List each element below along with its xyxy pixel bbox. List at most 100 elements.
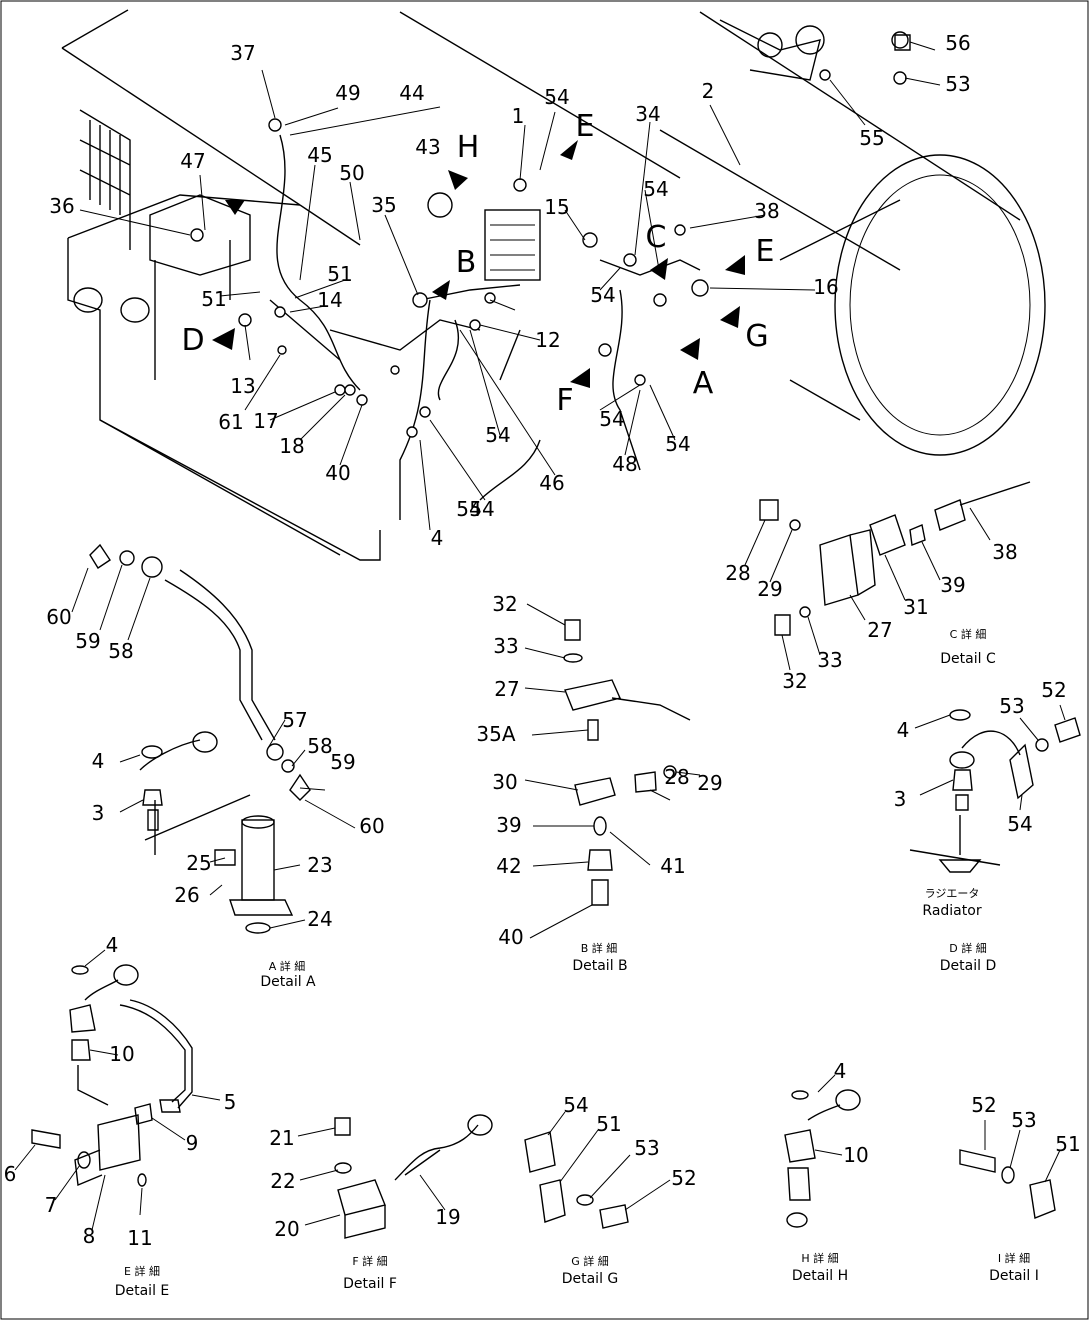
callout-number: 33: [493, 634, 518, 658]
callout-number: 7: [45, 1193, 58, 1217]
callout-number: 39: [496, 813, 521, 837]
callout-number: 58: [307, 734, 332, 758]
callout-number: 3: [894, 787, 907, 811]
callout-number: 51: [1055, 1132, 1080, 1156]
callout-number: 38: [992, 540, 1017, 564]
callout-number: 14: [317, 288, 342, 312]
callout-number: 60: [359, 814, 384, 838]
callout-number: 52: [971, 1093, 996, 1117]
callout-number: 60: [46, 605, 71, 629]
callout-number: 30: [492, 770, 517, 794]
callout-number: 27: [867, 618, 892, 642]
callout-number: 26: [174, 883, 199, 907]
callout-number: 34: [635, 102, 660, 126]
detail-caption-en: Detail C: [940, 651, 996, 667]
callout-number: 24: [307, 907, 332, 931]
detail-i-drawing: [959, 1120, 1061, 1219]
callout-number: 13: [230, 374, 255, 398]
callout-number: 11: [127, 1226, 152, 1250]
view-letter-a: A: [693, 366, 714, 401]
detail-e-drawing: [14, 949, 221, 1231]
callout-number: 8: [83, 1224, 96, 1248]
callout-number: 36: [49, 194, 74, 218]
callout-number: 54: [485, 423, 510, 447]
callout-number: 4: [897, 718, 910, 742]
callout-number: 40: [325, 461, 350, 485]
view-arrows: [212, 140, 745, 388]
callout-number: 46: [539, 471, 564, 495]
callout-number: 35A: [476, 722, 515, 746]
radiator-label-en: Radiator: [922, 903, 981, 919]
callout-number: 6: [4, 1162, 17, 1186]
detail-d-drawing: [909, 704, 1081, 873]
callout-number: 15: [544, 195, 569, 219]
callout-number: 2: [702, 79, 715, 103]
callout-number: 48: [612, 452, 637, 476]
callout-number: 51: [201, 287, 226, 311]
detail-caption-jp: F 詳 細: [352, 1254, 387, 1268]
detail-a-drawing: [71, 543, 356, 934]
callout-number: 54: [599, 407, 624, 431]
callout-number: 54: [590, 283, 615, 307]
callout-number: 12: [535, 328, 560, 352]
callout-number: 5: [224, 1090, 237, 1114]
callout-number: 49: [335, 81, 360, 105]
callout-number: 4: [92, 749, 105, 773]
detail-caption-jp: I 詳 細: [998, 1251, 1030, 1265]
callout-number: 38: [754, 199, 779, 223]
callout-number: 9: [186, 1131, 199, 1155]
callout-number: 37: [230, 41, 255, 65]
callout-number: 21: [269, 1126, 294, 1150]
detail-caption: F 詳 細 Detail F: [343, 1254, 397, 1292]
callout-number: 33: [817, 648, 842, 672]
callout-number: 29: [697, 771, 722, 795]
detail-c-drawing: [744, 481, 1031, 671]
callout-number: 32: [782, 669, 807, 693]
detail-caption-jp: C 詳 細: [950, 627, 987, 641]
detail-caption-en: Detail H: [792, 1268, 848, 1284]
callout-number: 27: [494, 677, 519, 701]
callout-number: 47: [180, 149, 205, 173]
callout-number: 1: [512, 104, 525, 128]
view-letter-d: D: [181, 323, 204, 358]
callout-number: 35: [371, 193, 396, 217]
callout-number: 61: [218, 410, 243, 434]
view-letter-e: E: [756, 234, 775, 269]
callout-number: 4: [431, 526, 444, 550]
callout-number: 31: [903, 595, 928, 619]
main-assembly: [61, 9, 1046, 561]
detail-caption-en: Detail F: [343, 1276, 397, 1292]
view-letter-h: H: [457, 130, 480, 165]
callout-number: 54: [544, 85, 569, 109]
callout-number: 39: [940, 573, 965, 597]
detail-caption-en: Detail A: [260, 974, 316, 990]
callout-number: 20: [274, 1217, 299, 1241]
callout-number: 54: [456, 497, 481, 521]
callout-number: 53: [634, 1136, 659, 1160]
detail-caption-jp: B 詳 細: [581, 941, 618, 955]
callout-number: 41: [660, 854, 685, 878]
callout-number: 53: [1011, 1108, 1036, 1132]
detail-caption: B 詳 細 Detail B: [572, 941, 627, 974]
callout-number: 42: [496, 854, 521, 878]
callout-number: 32: [492, 592, 517, 616]
callout-number: 28: [725, 561, 750, 585]
callout-number: 58: [108, 639, 133, 663]
view-letter-f: F: [556, 383, 573, 418]
detail-caption-en: Detail B: [572, 958, 627, 974]
callout-number: 10: [109, 1042, 134, 1066]
callout-number: 54: [643, 177, 668, 201]
callout-number: 3: [92, 801, 105, 825]
callout-number: 19: [435, 1205, 460, 1229]
detail-caption-en: Detail D: [940, 958, 996, 974]
detail-caption-jp: A 詳 細: [269, 959, 306, 973]
